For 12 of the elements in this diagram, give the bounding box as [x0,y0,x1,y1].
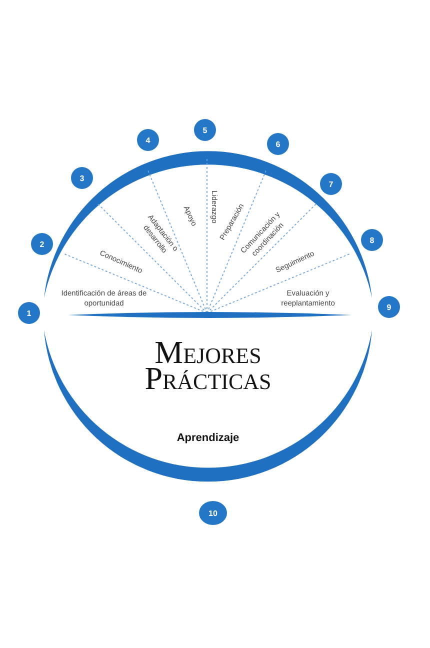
numbered-circle: 5 [194,119,216,141]
numbered-circle: 3 [71,167,93,189]
numbered-circle: 9 [378,296,400,318]
numbered-circle: 2 [31,233,53,255]
diagram-title: Mejores Prácticas [144,339,272,391]
numbered-circle: 1 [18,302,40,324]
numbered-circle: 10 [199,501,227,525]
numbered-circle: 7 [320,173,342,195]
sector-label: Aprendizaje [176,430,240,446]
numbered-circle: 4 [137,129,159,151]
numbered-circle: 8 [361,229,383,251]
numbered-circle: 6 [267,133,289,155]
